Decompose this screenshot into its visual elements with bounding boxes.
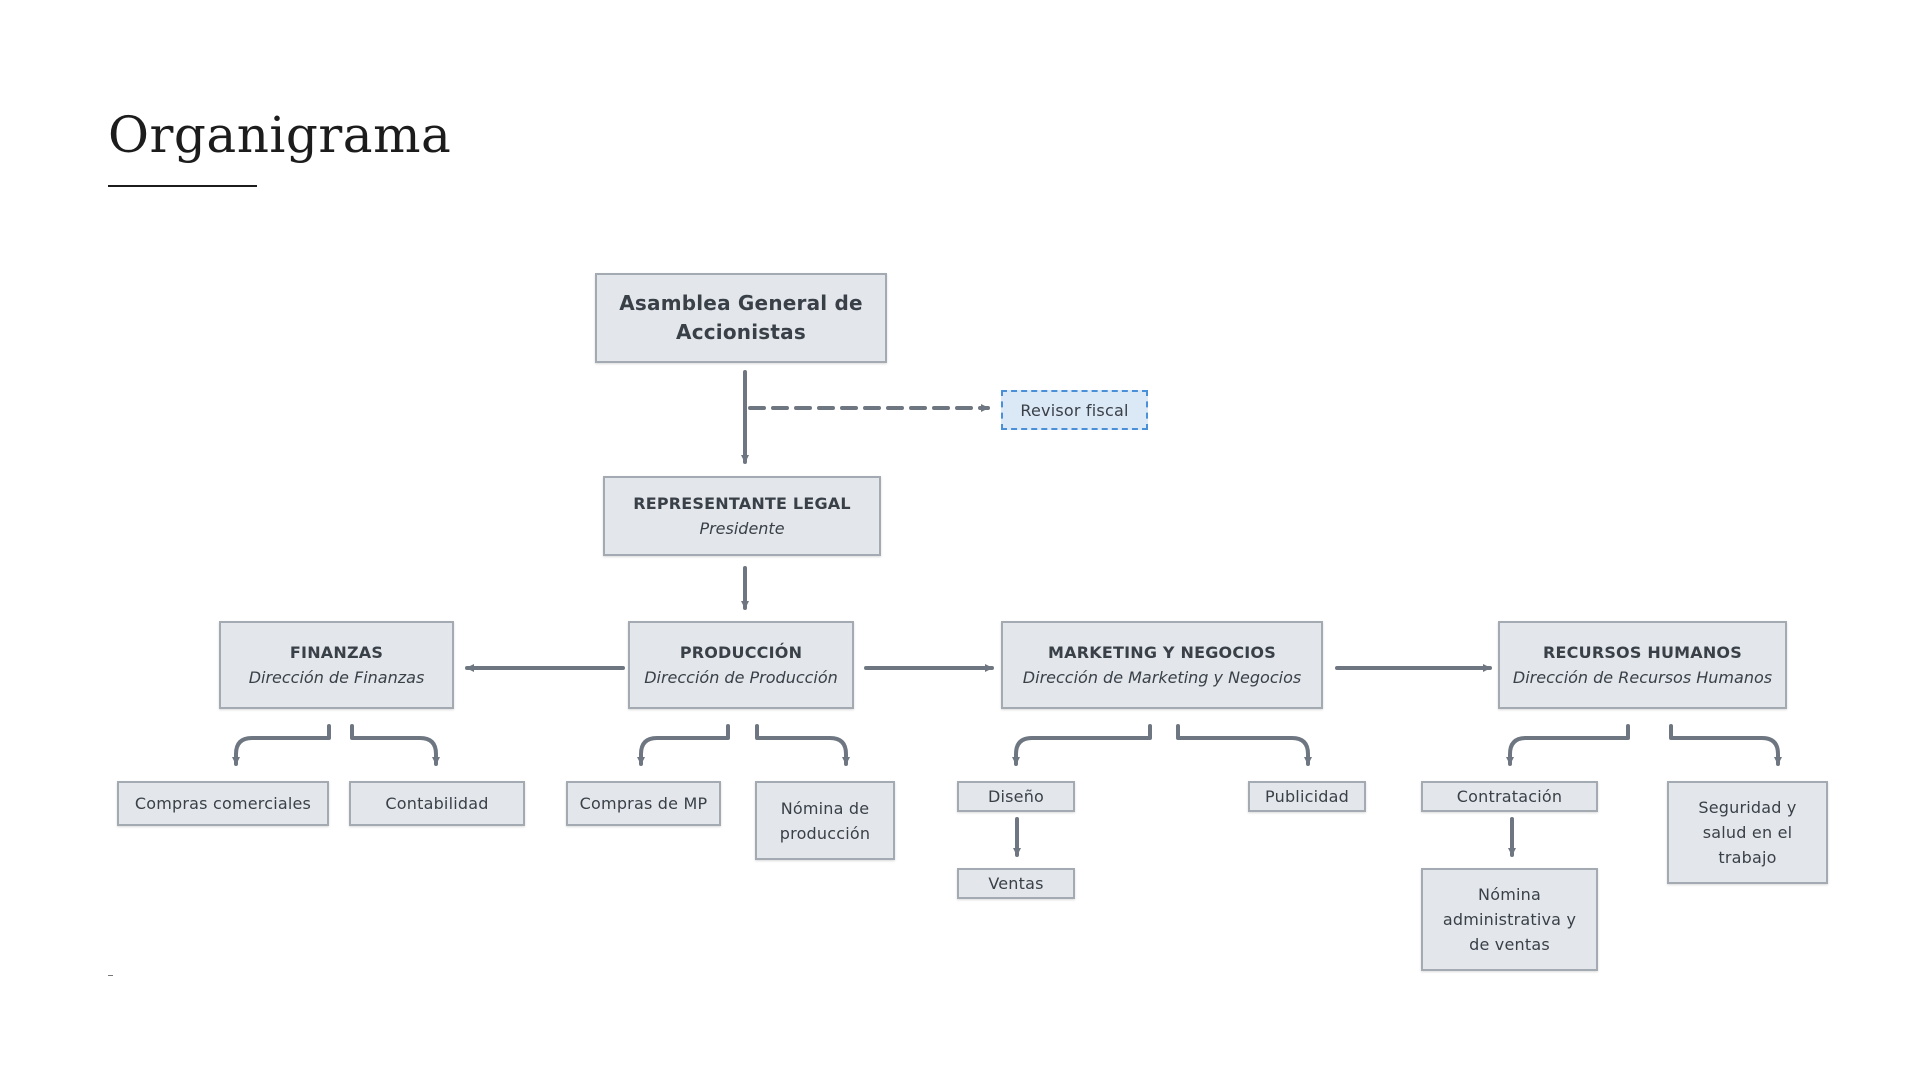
box-compras-mp: Compras de MP: [566, 781, 721, 826]
box-recursos-humanos: RECURSOS HUMANOS Dirección de Recursos H…: [1498, 621, 1787, 709]
box-contratacion: Contratación: [1421, 781, 1598, 812]
box-compras-mp-title: Compras de MP: [579, 794, 708, 813]
box-contabilidad: Contabilidad: [349, 781, 525, 826]
box-compras-comerciales-title: Compras comerciales: [134, 794, 312, 813]
slide-mark: [108, 975, 113, 976]
box-marketing: MARKETING Y NEGOCIOS Dirección de Market…: [1001, 621, 1323, 709]
box-contabilidad-title: Contabilidad: [385, 794, 489, 813]
box-ventas: Ventas: [957, 868, 1075, 899]
box-finanzas-subtitle: Dirección de Finanzas: [248, 667, 425, 687]
box-asamblea: Asamblea General de Accionistas: [595, 273, 887, 363]
box-rrhh-subtitle: Dirección de Recursos Humanos: [1512, 667, 1773, 687]
box-representante-legal: REPRESENTANTE LEGAL Presidente: [603, 476, 881, 556]
box-nomina-produccion-title: Nómina de producción: [779, 798, 871, 843]
box-seguridad-salud-title: Seguridad y salud en el trabajo: [1698, 798, 1797, 867]
box-ventas-title: Ventas: [988, 874, 1044, 893]
box-revisor-fiscal-title: Revisor fiscal: [1020, 400, 1129, 420]
box-finanzas: FINANZAS Dirección de Finanzas: [219, 621, 454, 709]
connector-marketing-diseno: [1012, 724, 1152, 766]
connector-rrhh-seguridad: [1669, 724, 1782, 766]
title-underline: [108, 185, 257, 187]
connector-finanzas-compras: [232, 724, 331, 766]
box-produccion-title: PRODUCCIÓN: [679, 642, 803, 662]
box-seguridad-salud: Seguridad y salud en el trabajo: [1667, 781, 1828, 884]
box-revisor-fiscal: Revisor fiscal: [1001, 390, 1148, 430]
connector-rrhh-contratacion: [1506, 724, 1630, 766]
box-asamblea-title: Asamblea General de Accionistas: [619, 291, 863, 344]
box-contratacion-title: Contratación: [1456, 787, 1563, 806]
connector-marketing-publicidad: [1176, 724, 1312, 766]
connector-produccion-nomina: [755, 724, 850, 766]
box-produccion-subtitle: Dirección de Producción: [644, 667, 838, 687]
page-title: Organigrama: [108, 106, 452, 164]
connector-finanzas-contabilidad: [350, 724, 440, 766]
box-rrhh-title: RECURSOS HUMANOS: [1543, 642, 1742, 662]
box-finanzas-title: FINANZAS: [289, 642, 384, 662]
box-representante-subtitle: Presidente: [699, 518, 785, 538]
box-nomina-produccion: Nómina de producción: [755, 781, 895, 860]
box-representante-title: REPRESENTANTE LEGAL: [633, 493, 851, 513]
box-produccion: PRODUCCIÓN Dirección de Producción: [628, 621, 854, 709]
connector-produccion-comprasmp: [637, 724, 730, 766]
box-publicidad-title: Publicidad: [1265, 787, 1349, 806]
box-compras-comerciales: Compras comerciales: [117, 781, 329, 826]
box-nomina-administrativa: Nómina administrativa y de ventas: [1421, 868, 1598, 971]
box-publicidad: Publicidad: [1248, 781, 1366, 812]
box-diseno-title: Diseño: [987, 787, 1045, 806]
box-marketing-title: MARKETING Y NEGOCIOS: [1048, 642, 1276, 662]
box-marketing-subtitle: Dirección de Marketing y Negocios: [1022, 667, 1302, 687]
box-diseno: Diseño: [957, 781, 1075, 812]
box-nomina-administrativa-title: Nómina administrativa y de ventas: [1442, 885, 1577, 954]
